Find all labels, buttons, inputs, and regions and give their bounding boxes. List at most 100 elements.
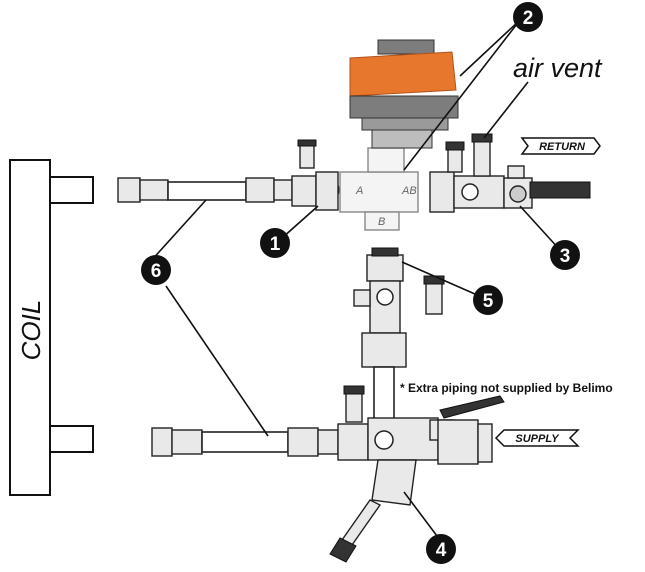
supply-tag-arrow bbox=[494, 429, 580, 447]
union-fitting bbox=[337, 423, 369, 461]
leader-6-lower bbox=[165, 285, 269, 437]
supply-label: SUPPLY bbox=[515, 433, 560, 445]
supply-hose bbox=[151, 427, 339, 457]
hose-ferrule bbox=[287, 427, 319, 457]
pressure-port-cap bbox=[343, 385, 365, 395]
pressure-port bbox=[425, 281, 443, 315]
leader-2-valve bbox=[403, 19, 521, 171]
pressure-port-cap bbox=[423, 275, 445, 285]
actuator-base bbox=[361, 117, 449, 131]
callout-number: 6 bbox=[151, 261, 162, 282]
coil-return-stub bbox=[49, 176, 94, 204]
union-fitting bbox=[315, 171, 339, 211]
callout-circle bbox=[141, 255, 171, 285]
port-b-label: B bbox=[378, 216, 385, 228]
air-vent bbox=[473, 139, 491, 177]
leader-1 bbox=[281, 205, 319, 239]
control-valve-neck bbox=[367, 147, 405, 173]
callout-number: 3 bbox=[560, 246, 571, 267]
balancing-tee bbox=[369, 280, 401, 334]
coil: COIL bbox=[9, 159, 94, 496]
air-vent-label: air vent bbox=[513, 53, 603, 83]
pt-port bbox=[374, 430, 394, 450]
return-tag: RETURN bbox=[520, 137, 601, 155]
actuator-gray-housing bbox=[349, 95, 459, 119]
leader-2-actuator bbox=[459, 19, 521, 77]
hose-nut bbox=[317, 429, 339, 455]
pt-port bbox=[461, 183, 479, 201]
supply-tee-body bbox=[367, 417, 439, 461]
port-a-label: A bbox=[355, 185, 363, 197]
hose-ferrule bbox=[171, 429, 203, 455]
callout-circle bbox=[473, 285, 503, 315]
leader-4 bbox=[403, 491, 441, 541]
pressure-port bbox=[345, 391, 363, 423]
pt-port bbox=[376, 288, 394, 306]
union-fitting bbox=[429, 171, 455, 213]
callout-1: 1 bbox=[260, 228, 290, 258]
ball-valve-body bbox=[361, 332, 407, 368]
hose-nut bbox=[273, 179, 293, 201]
hose-nut bbox=[117, 177, 141, 203]
air-vent-cap bbox=[445, 141, 465, 151]
return-label: RETURN bbox=[539, 141, 586, 153]
supply-valve-assembly bbox=[329, 385, 505, 563]
union-fitting bbox=[291, 175, 317, 207]
actuator-top bbox=[377, 39, 435, 55]
callout-circle bbox=[426, 534, 456, 564]
union-nut bbox=[366, 254, 404, 282]
callout-2: 2 bbox=[513, 2, 543, 32]
callout-4: 4 bbox=[426, 534, 456, 564]
ball-valve-handle bbox=[529, 181, 591, 199]
supply-union bbox=[477, 423, 493, 463]
air-vent-cap bbox=[471, 133, 493, 143]
extra-pipe bbox=[373, 366, 395, 420]
ball-valve-handle bbox=[439, 395, 505, 419]
callout-number: 4 bbox=[436, 540, 447, 561]
actuator bbox=[349, 39, 459, 149]
leader-lines bbox=[149, 19, 561, 541]
hose-nut bbox=[151, 427, 173, 457]
coil-label: COIL bbox=[16, 300, 46, 361]
callout-circle bbox=[513, 2, 543, 32]
return-tag-arrow bbox=[520, 137, 601, 155]
leader-6-upper bbox=[149, 199, 207, 263]
hose-tube bbox=[167, 181, 247, 201]
leader-3 bbox=[519, 205, 561, 251]
callout-number: 1 bbox=[270, 234, 281, 255]
blowdown-cap bbox=[329, 537, 357, 563]
coil-body bbox=[9, 159, 51, 496]
pressure-port-cap bbox=[297, 139, 317, 147]
air-vent-port bbox=[447, 147, 463, 173]
callout-3: 3 bbox=[550, 240, 580, 270]
callout-circle bbox=[550, 240, 580, 270]
side-port bbox=[353, 289, 371, 307]
actuator-orange-housing bbox=[349, 51, 457, 97]
bypass-assembly bbox=[353, 247, 445, 420]
port-ab-label: AB bbox=[401, 185, 417, 197]
callout-6: 6 bbox=[141, 255, 171, 285]
callout-number: 5 bbox=[483, 291, 494, 312]
hose-ferrule bbox=[245, 177, 275, 203]
control-valve-b-port bbox=[364, 211, 400, 231]
leader-5 bbox=[401, 261, 485, 299]
union-thread bbox=[371, 247, 399, 257]
pressure-port bbox=[299, 143, 315, 169]
supply-tag: SUPPLY bbox=[494, 429, 580, 447]
strainer-blowdown bbox=[340, 499, 382, 546]
callout-5: 5 bbox=[473, 285, 503, 315]
ball-valve-body bbox=[437, 419, 479, 465]
ball-valve-port bbox=[507, 165, 525, 179]
callout-number: 2 bbox=[523, 8, 534, 29]
leader-air-vent bbox=[483, 81, 529, 139]
actuator-coupler bbox=[371, 129, 433, 149]
return-hose bbox=[117, 177, 293, 203]
ball-valve-stem bbox=[509, 185, 527, 203]
callout-circle bbox=[260, 228, 290, 258]
coil-supply-stub bbox=[49, 425, 94, 453]
hose-tube bbox=[201, 431, 289, 453]
hose-ferrule bbox=[139, 179, 169, 201]
return-valve-assembly: A AB B bbox=[291, 39, 591, 231]
note-text: * Extra piping not supplied by Belimo bbox=[400, 381, 613, 395]
